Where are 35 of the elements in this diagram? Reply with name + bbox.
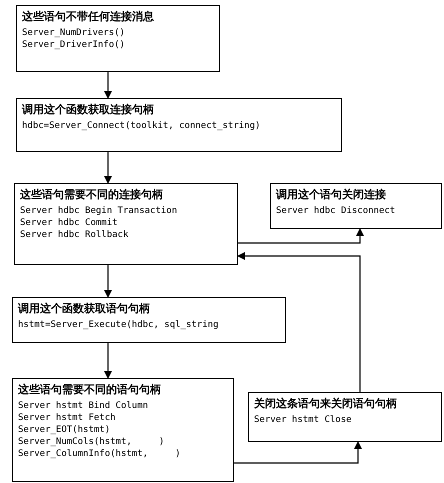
process-box <box>270 183 442 229</box>
process-box <box>12 378 234 482</box>
box-heading: 这些语句需要不同的语句句柄 <box>18 382 162 398</box>
box-heading: 这些语句不带任何连接消息 <box>22 9 155 25</box>
code-line: Server hdbc Begin Transaction <box>20 205 178 217</box>
code-line: Server_ColumnInfo(hstmt, ) <box>18 448 182 460</box>
code-line: Server_NumDrivers() <box>22 27 126 39</box>
box-heading: 调用这个语句关闭连接 <box>276 187 387 203</box>
arrow <box>104 72 112 99</box>
process-box <box>12 297 286 343</box>
code-line: hstmt=Server_Execute(hdbc, sql_string <box>18 319 220 331</box>
process-box <box>248 392 442 442</box>
process-box <box>14 183 238 265</box>
process-box <box>16 5 220 72</box>
box-heading: 关闭这条语句来关闭语句句柄 <box>254 396 398 412</box>
process-box <box>16 98 342 152</box>
code-line: Server hdbc Commit <box>20 217 119 229</box>
arrow <box>234 441 362 464</box>
box-heading: 调用这个函数获取连接句柄 <box>22 102 155 118</box>
box-heading: 这些语句需要不同的连接句柄 <box>20 187 164 203</box>
arrow <box>104 265 112 298</box>
arrow <box>238 228 364 244</box>
box-heading: 调用这个函数获取语句句柄 <box>18 301 151 317</box>
code-line: Server hdbc Disconnect <box>276 205 396 217</box>
code-line: Server hstmt Fetch <box>18 412 117 424</box>
code-line: Server hstmt Bind Column <box>18 400 150 412</box>
code-line: Server hdbc Rollback <box>20 229 130 241</box>
code-line: Server hstmt Close <box>254 414 353 426</box>
arrow <box>104 152 112 184</box>
arrow <box>104 343 112 379</box>
code-line: Server_NumCols(hstmt, ) <box>18 436 166 448</box>
arrow <box>237 252 361 392</box>
code-line: Server_DriverInfo() <box>22 39 126 51</box>
code-line: hdbc=Server_Connect(toolkit, connect_string) <box>22 120 262 132</box>
code-line: Server_EOT(hstmt) <box>18 424 112 436</box>
